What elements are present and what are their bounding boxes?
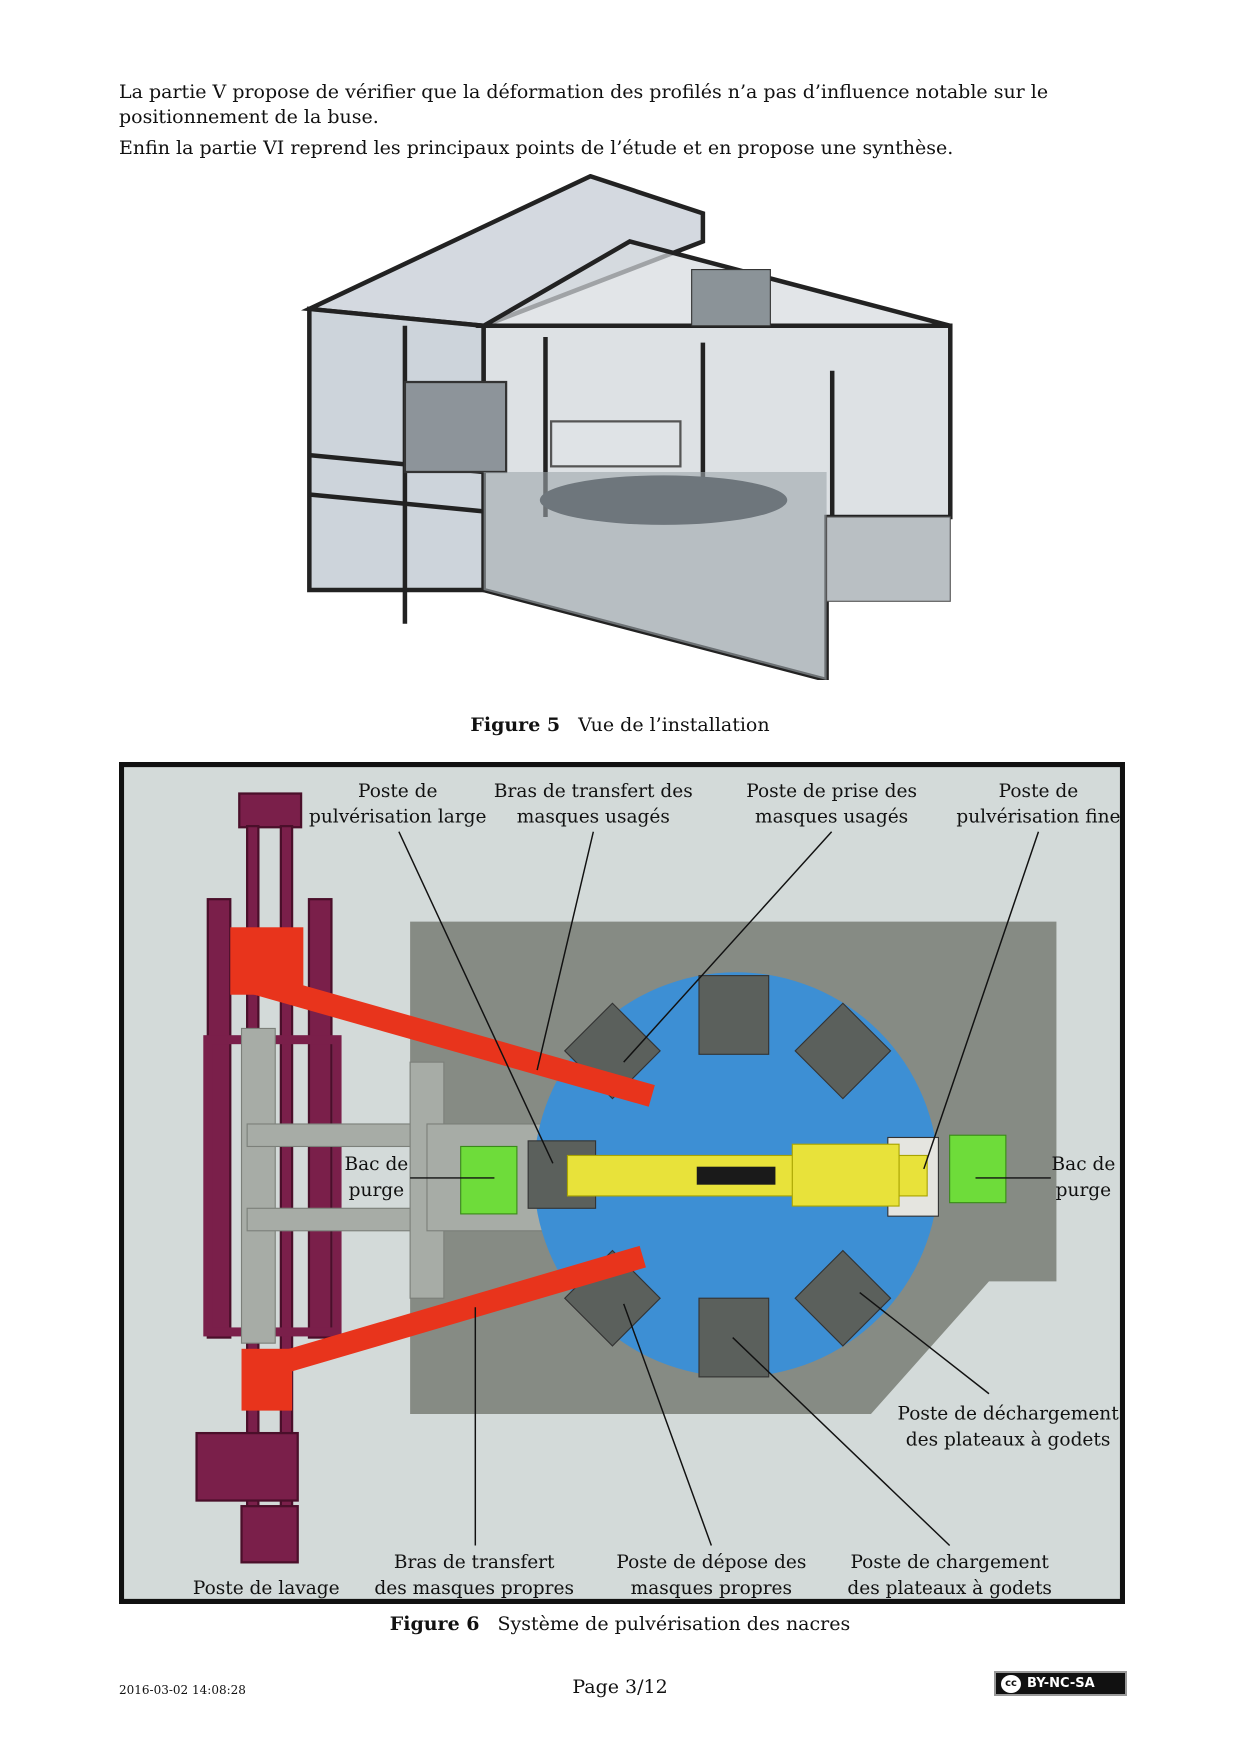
red-transfer-arm-lower: [241, 1245, 646, 1385]
paragraph: La partie V propose de vérifier que la d…: [119, 81, 1049, 128]
label-washing: Poste de lavage: [193, 1578, 340, 1599]
installation-render: [300, 174, 953, 680]
label-loading: Poste de chargement: [850, 1552, 1049, 1573]
page-number: Page 3/12: [572, 1676, 668, 1698]
footer-date: 2016-03-02 14:08:28: [119, 1683, 246, 1697]
label-loading: des plateaux à godets: [847, 1578, 1052, 1599]
label-arm-clean: Bras de transfert: [394, 1552, 555, 1573]
label-unloading: des plateaux à godets: [906, 1429, 1111, 1450]
label-drop-clean: Poste de dépose des: [616, 1552, 806, 1573]
license-badge: cc BY-NC-SA: [994, 1671, 1127, 1696]
paragraph: Enfin la partie VI reprend les principau…: [119, 137, 954, 159]
label-drop-clean: masques propres: [631, 1578, 792, 1599]
label-purge-left: Bac de: [345, 1154, 409, 1175]
label-pick-used: masques usagés: [755, 807, 908, 828]
label-purge-right: purge: [1056, 1180, 1112, 1201]
label-unloading: Poste de déchargement: [897, 1404, 1119, 1425]
red-transfer-arm-upper: [232, 967, 655, 1107]
leader-lines: [398, 831, 1051, 1547]
purge-bin-right: [949, 1134, 1007, 1204]
label-arm-clean: des masques propres: [374, 1578, 574, 1599]
label-spray-large: pulvérisation large: [309, 807, 487, 828]
label-purge-right: Bac de: [1052, 1154, 1116, 1175]
label-spray-large: Poste de: [358, 781, 438, 802]
label-arm-used: Bras de transfert des: [494, 781, 693, 802]
label-spray-fine: Poste de: [999, 781, 1079, 802]
label-arm-used: masques usagés: [517, 807, 670, 828]
spray-system-diagram: Poste de pulvérisation large Bras de tra…: [119, 762, 1125, 1604]
label-purge-left: purge: [349, 1180, 405, 1201]
label-pick-used: Poste de prise des: [746, 781, 917, 802]
purge-bin-left: [460, 1145, 518, 1215]
label-spray-fine: pulvérisation fine: [956, 807, 1120, 828]
license-text: BY-NC-SA: [1027, 1676, 1095, 1691]
creative-commons-icon: cc: [1001, 1674, 1021, 1693]
